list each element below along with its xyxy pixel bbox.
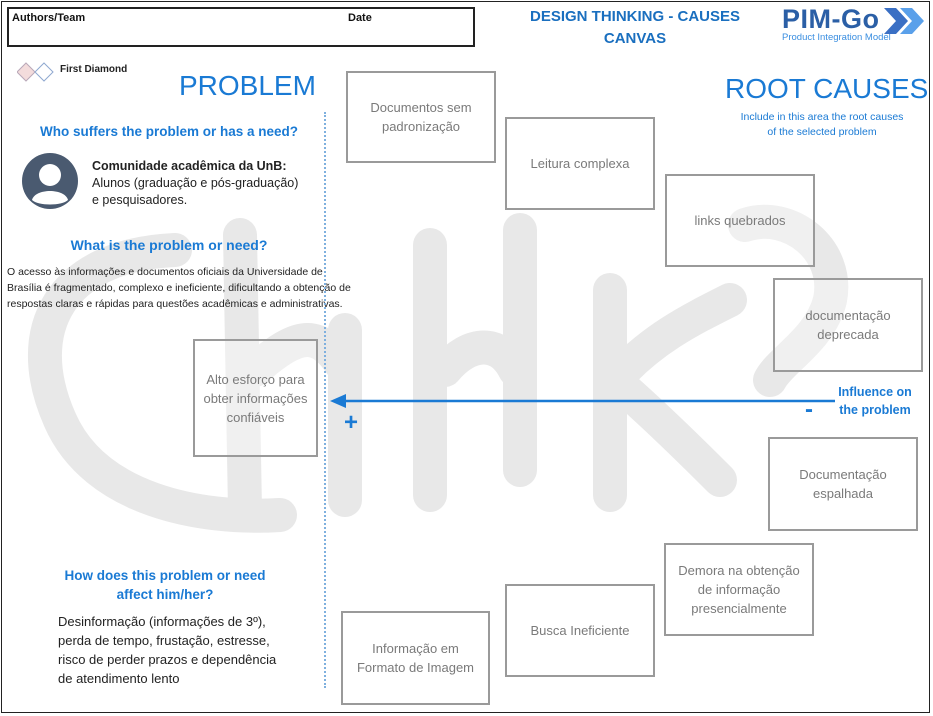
root-causes-hint: Include in this area the root causes of … xyxy=(718,110,926,140)
persona-title: Comunidade acadêmica da UnB: xyxy=(92,159,287,173)
cause-box[interactable]: Demora na obtenção de informação presenc… xyxy=(664,543,814,636)
cause-box[interactable]: Documentação espalhada xyxy=(768,437,918,531)
root-causes-hint-line-1: Include in this area the root causes xyxy=(740,111,904,123)
affect-question-line-2: affect him/her? xyxy=(116,587,214,602)
cause-line: de informação xyxy=(697,582,781,597)
authors-date-box[interactable] xyxy=(7,7,475,47)
cause-box[interactable]: Leitura complexa xyxy=(505,117,655,210)
cause-line: Formato de Imagem xyxy=(356,660,475,675)
cause-line: documentação xyxy=(805,308,891,323)
canvas-title-line-2: CANVAS xyxy=(603,30,667,47)
affect-description: Desinformação (informações de 3º), perda… xyxy=(58,612,276,688)
problem-heading: PROBLEM xyxy=(179,70,316,101)
central-effect-line-2: obter informações xyxy=(203,390,308,406)
authors-label: Authors/Team xyxy=(12,12,86,24)
influence-line-2: the problem xyxy=(839,403,911,417)
logo-subtitle: Product Integration Model xyxy=(782,32,891,43)
canvas-title: DESIGN THINKING - CAUSES CANVAS xyxy=(505,6,765,50)
problem-statement-line-2: Brasília é fragmentado, complexo e inefi… xyxy=(7,282,351,294)
cause-box[interactable]: documentação deprecada xyxy=(773,278,923,372)
cause-line: links quebrados xyxy=(694,213,786,228)
cause-box[interactable]: Informação em Formato de Imagem xyxy=(341,611,490,705)
logo-name: PIM-Go xyxy=(782,4,880,34)
user-avatar-icon xyxy=(22,153,78,209)
pim-go-logo: PIM-Go Product Integration Model xyxy=(782,4,927,43)
minus-sign: - xyxy=(805,396,813,423)
date-label: Date xyxy=(348,12,372,24)
cause-line: Documentação xyxy=(799,467,887,482)
problem-statement-line-3: respostas claras e rápidas para questões… xyxy=(7,298,343,310)
root-causes-hint-line-2: of the selected problem xyxy=(767,126,877,138)
what-question: What is the problem or need? xyxy=(70,237,268,253)
cause-line: deprecada xyxy=(817,327,879,342)
cause-line: espalhada xyxy=(812,486,873,501)
problem-statement: O acesso às informações e documentos ofi… xyxy=(7,264,351,312)
cause-line: presencialmente xyxy=(691,601,787,616)
cause-line: Leitura complexa xyxy=(530,156,630,171)
plus-sign: + xyxy=(344,409,359,436)
affect-line-2: perda de tempo, frustação, estresse, xyxy=(58,633,270,648)
affect-question-line-1: How does this problem or need xyxy=(64,568,266,583)
influence-line-1: Influence on xyxy=(838,385,912,399)
central-effect-line-3: confiáveis xyxy=(226,409,285,425)
who-question: Who suffers the problem or has a need? xyxy=(39,124,299,139)
phase-label: First Diamond xyxy=(60,64,128,75)
cause-line: Demora na obtenção xyxy=(678,563,800,578)
cause-line: padronização xyxy=(381,119,461,134)
persona-line-2: e pesquisadores. xyxy=(92,193,188,207)
problem-statement-line-1: O acesso às informações e documentos ofi… xyxy=(7,266,323,278)
influence-arrow-icon xyxy=(330,394,835,408)
cause-line: Documentos sem xyxy=(370,100,472,115)
influence-label: Influence on the problem xyxy=(820,383,930,419)
affect-line-3: risco de perder prazos e dependência xyxy=(58,652,277,667)
cause-line: Busca Ineficiente xyxy=(530,623,630,638)
cause-box[interactable]: Busca Ineficiente xyxy=(505,584,655,677)
root-causes-heading: ROOT CAUSES xyxy=(725,73,929,104)
central-effect-line-1: Alto esforço para xyxy=(206,371,305,387)
cause-box[interactable]: links quebrados xyxy=(665,174,815,267)
canvas-title-line-1: DESIGN THINKING - CAUSES xyxy=(529,8,740,25)
problem-divider xyxy=(324,112,326,688)
double-diamond-icon xyxy=(17,62,54,82)
affect-question: How does this problem or need affect him… xyxy=(20,566,310,604)
double-chevron-icon xyxy=(884,8,924,34)
persona-block: Comunidade acadêmica da UnB: Alunos (gra… xyxy=(92,158,298,209)
persona-line-1: Alunos (graduação e pós-graduação) xyxy=(92,176,299,190)
cause-box[interactable]: Documentos sem padronização xyxy=(346,71,496,163)
central-effect-box[interactable]: Alto esforço para obter informações conf… xyxy=(193,339,318,457)
affect-line-4: de atendimento lento xyxy=(58,671,180,686)
cause-line: Informação em xyxy=(372,641,459,656)
affect-line-1: Desinformação (informações de 3º), xyxy=(58,614,266,629)
